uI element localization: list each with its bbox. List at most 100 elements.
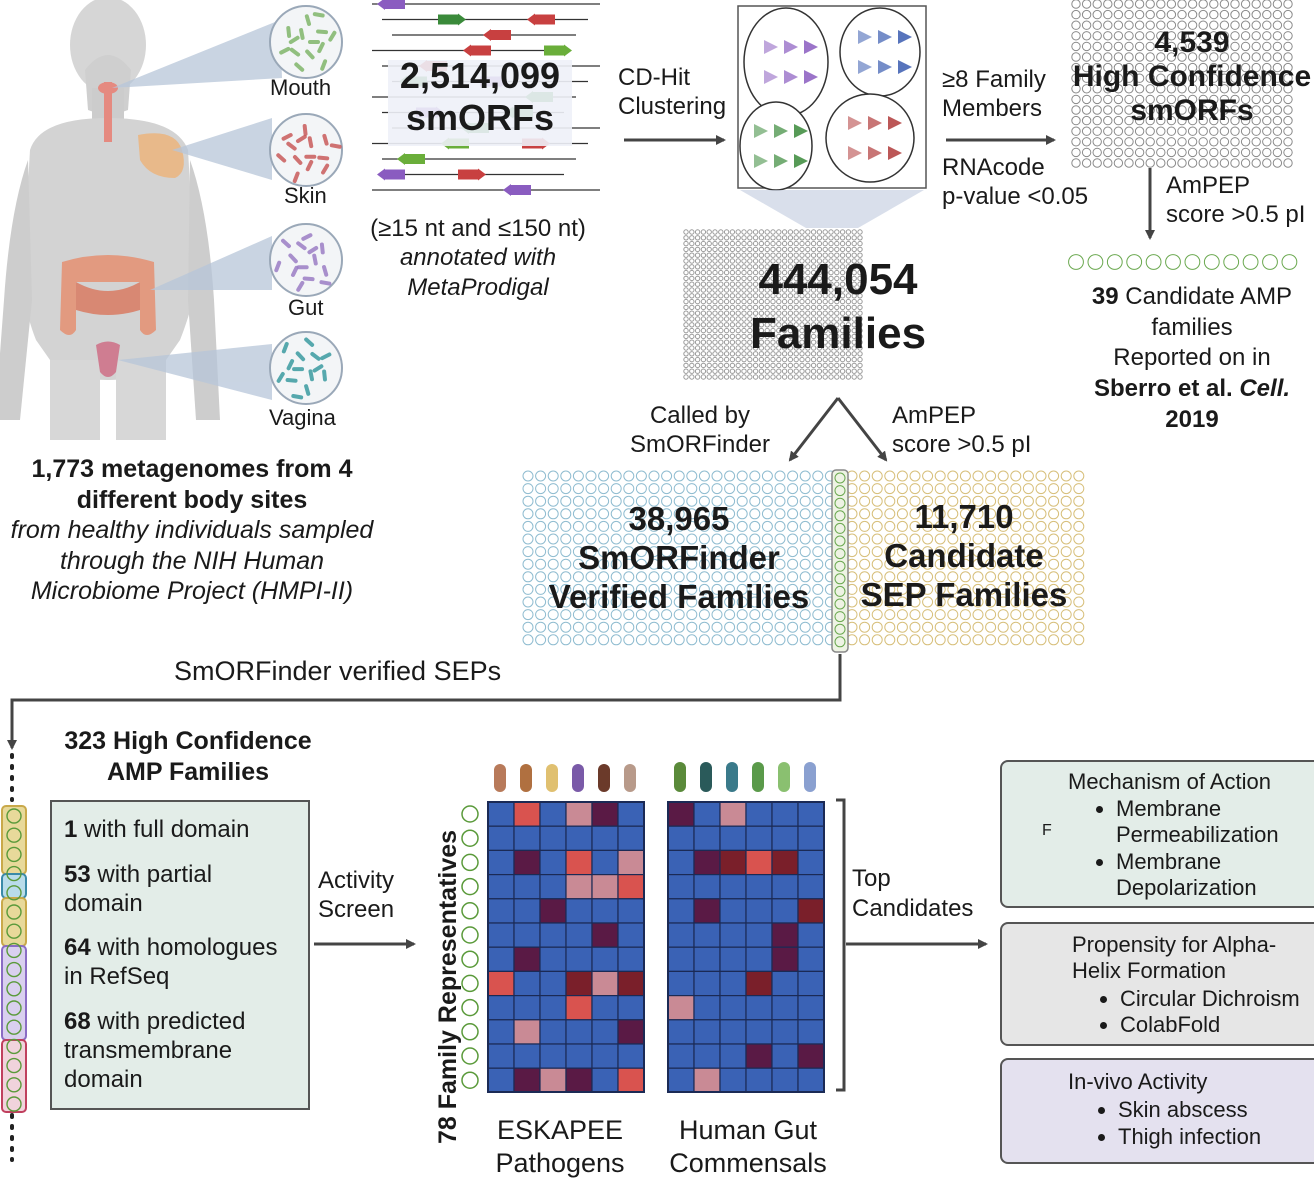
helix-title2: Helix Formation <box>1072 958 1227 984</box>
site-circle <box>269 331 343 405</box>
activity-line1: Activity <box>318 867 395 894</box>
ampep-mid-line2: score >0.5 pI <box>892 430 1032 458</box>
filter-line2: Members <box>942 94 1043 122</box>
eskapee-line2: Pathogens <box>495 1147 625 1178</box>
clustering-line1: CD-Hit <box>618 64 690 91</box>
dot-grid <box>1068 254 1298 270</box>
activity-heatmaps <box>487 801 825 1093</box>
amp-item-4-text1: with predicted <box>97 1007 246 1035</box>
helix-panel: Propensity for Alpha- Helix Formation Ci… <box>1000 922 1314 1046</box>
sberro-line3: Reported on in <box>1113 344 1271 372</box>
site-label-mouth: Mouth <box>270 75 332 100</box>
amp-item-1-text: with full domain <box>84 816 250 843</box>
invivo-bullet-2: Thigh infection <box>1118 1123 1261 1150</box>
verified-line2: Verified Families <box>548 578 810 615</box>
sberro-authors: Sberro et al. <box>1093 375 1233 403</box>
sep-block: 11,710 Candidate SEP Families <box>846 500 1082 611</box>
bacterium-icon <box>494 764 506 792</box>
filter-top-b: RNAcode p-value <0.05 <box>942 154 1088 212</box>
clustering-line2: Clustering <box>618 92 727 120</box>
mechanism-panel: Mechanism of Action MembranePermeabiliza… <box>1000 760 1314 908</box>
metagenomes-line3: from healthy individuals sampled <box>10 516 374 544</box>
bacterium-icon <box>804 762 816 792</box>
dot-grid <box>683 229 863 380</box>
body-site-microbe-circles <box>269 5 343 405</box>
top-line2: Candidates <box>852 895 974 922</box>
ampep-right-label: AmPEP score >0.5 pI <box>1166 172 1305 230</box>
bacterium-icon <box>520 764 532 792</box>
amp-item-2-num: 53 <box>64 860 91 888</box>
ampep-right-line2: score >0.5 pI <box>1166 200 1306 228</box>
site-circle <box>269 113 343 187</box>
ampep-mid-label: AmPEP score >0.5 pI <box>892 402 1031 460</box>
site-label-skin: Skin <box>284 183 327 208</box>
smorfs-count-block: 2,514,099 smORFs <box>390 58 570 136</box>
dot-grid <box>831 469 849 653</box>
dot-grid <box>846 470 1085 646</box>
high-conf-line2: smORFs <box>1130 94 1254 127</box>
bacteria-icons <box>494 762 816 792</box>
amp-item-4-text3: domain <box>64 1065 143 1093</box>
site-label-vagina: Vagina <box>269 405 336 430</box>
sep-line1: Candidate <box>884 537 1044 574</box>
top-candidates-label: Top Candidates <box>852 864 973 924</box>
amp-item-3-text2: in RefSeq <box>64 963 170 991</box>
verified-seps-label: SmORFinder verified SEPs <box>174 656 502 686</box>
helix-title1: Propensity for Alpha- <box>1072 932 1277 957</box>
membrane-glyph-letter: F <box>1042 822 1052 839</box>
site-circle <box>269 223 343 297</box>
amp-item-4-text2: transmembrane <box>64 1036 233 1064</box>
metagenomes-line2: different body sites <box>76 485 308 514</box>
filter-top-a: ≥8 Family Members <box>942 66 1046 124</box>
dot-grid <box>1071 0 1293 168</box>
filter-line3: RNAcode <box>942 154 1045 181</box>
bacterium-icon <box>572 764 584 792</box>
verified-block: 38,965 SmORFinder Verified Families <box>520 502 838 613</box>
smorfs-annot1: annotated with <box>399 244 557 272</box>
commensals-line1: Human Gut <box>678 1115 818 1145</box>
amp-item-2-text1: with partial <box>97 860 213 888</box>
bacterium-icon <box>674 762 686 792</box>
heatmap <box>667 801 825 1093</box>
called-by-label: Called by SmORFinder <box>590 402 810 460</box>
sberro-count: 39 <box>1091 283 1119 310</box>
metagenomes-line1: 1,773 metagenomes from 4 <box>31 455 353 483</box>
metagenomes-line4: through the NIH Human <box>59 546 325 575</box>
smorfs-caption: (≥15 nt and ≤150 nt) annotated with Meta… <box>340 214 616 302</box>
metagenomes-line5: Microbiome Project (HMPI-II) <box>30 577 354 605</box>
sberro-line1: Candidate AMP <box>1125 283 1293 310</box>
verified-count: 38,965 <box>628 500 730 537</box>
bacterium-icon <box>778 762 790 792</box>
cluster-illustration <box>737 5 927 228</box>
ampep-mid-line1: AmPEP <box>892 402 977 429</box>
family-stack-column <box>1 805 479 1113</box>
smorfs-count: 2,514,099 <box>399 55 561 96</box>
eskapee-line1: ESKAPEE <box>496 1115 624 1145</box>
clustering-label: CD-Hit Clustering <box>618 64 726 122</box>
smorfs-size: (≥15 nt and ≤150 nt) <box>370 215 586 242</box>
called-by-line1: Called by <box>649 402 751 429</box>
sep-line2: SEP Families <box>860 576 1068 613</box>
verified-line1: SmORFinder <box>578 539 780 576</box>
called-by-line2: SmORFinder <box>629 430 771 458</box>
invivo-title: In-vivo Activity <box>1068 1069 1208 1094</box>
smorfs-label: smORFs <box>405 97 555 138</box>
activity-screen-label: Activity Screen <box>318 866 394 925</box>
bacterium-icon <box>624 764 636 792</box>
site-label-gut: Gut <box>288 295 324 320</box>
sberro-line2: families <box>1151 313 1233 341</box>
metagenomes-caption: 1,773 metagenomes from 4 different body … <box>0 454 384 607</box>
bacterium-icon <box>598 764 610 792</box>
high-confidence-block: 4,539 High Confidence smORFs <box>1070 28 1314 126</box>
bacterium-icon <box>700 762 712 792</box>
sberro-caption: 39 Candidate AMP families Reported on in… <box>1072 282 1312 436</box>
helix-bullet-2: ColabFold <box>1120 1012 1300 1038</box>
amp323-line2: AMP Families <box>106 758 270 787</box>
eskapee-label: ESKAPEE Pathogens <box>470 1114 650 1180</box>
top-line1: Top <box>852 865 891 892</box>
families-block: 444,054 Families <box>730 258 946 356</box>
amp-item-3-text1: with homologues <box>97 934 278 962</box>
